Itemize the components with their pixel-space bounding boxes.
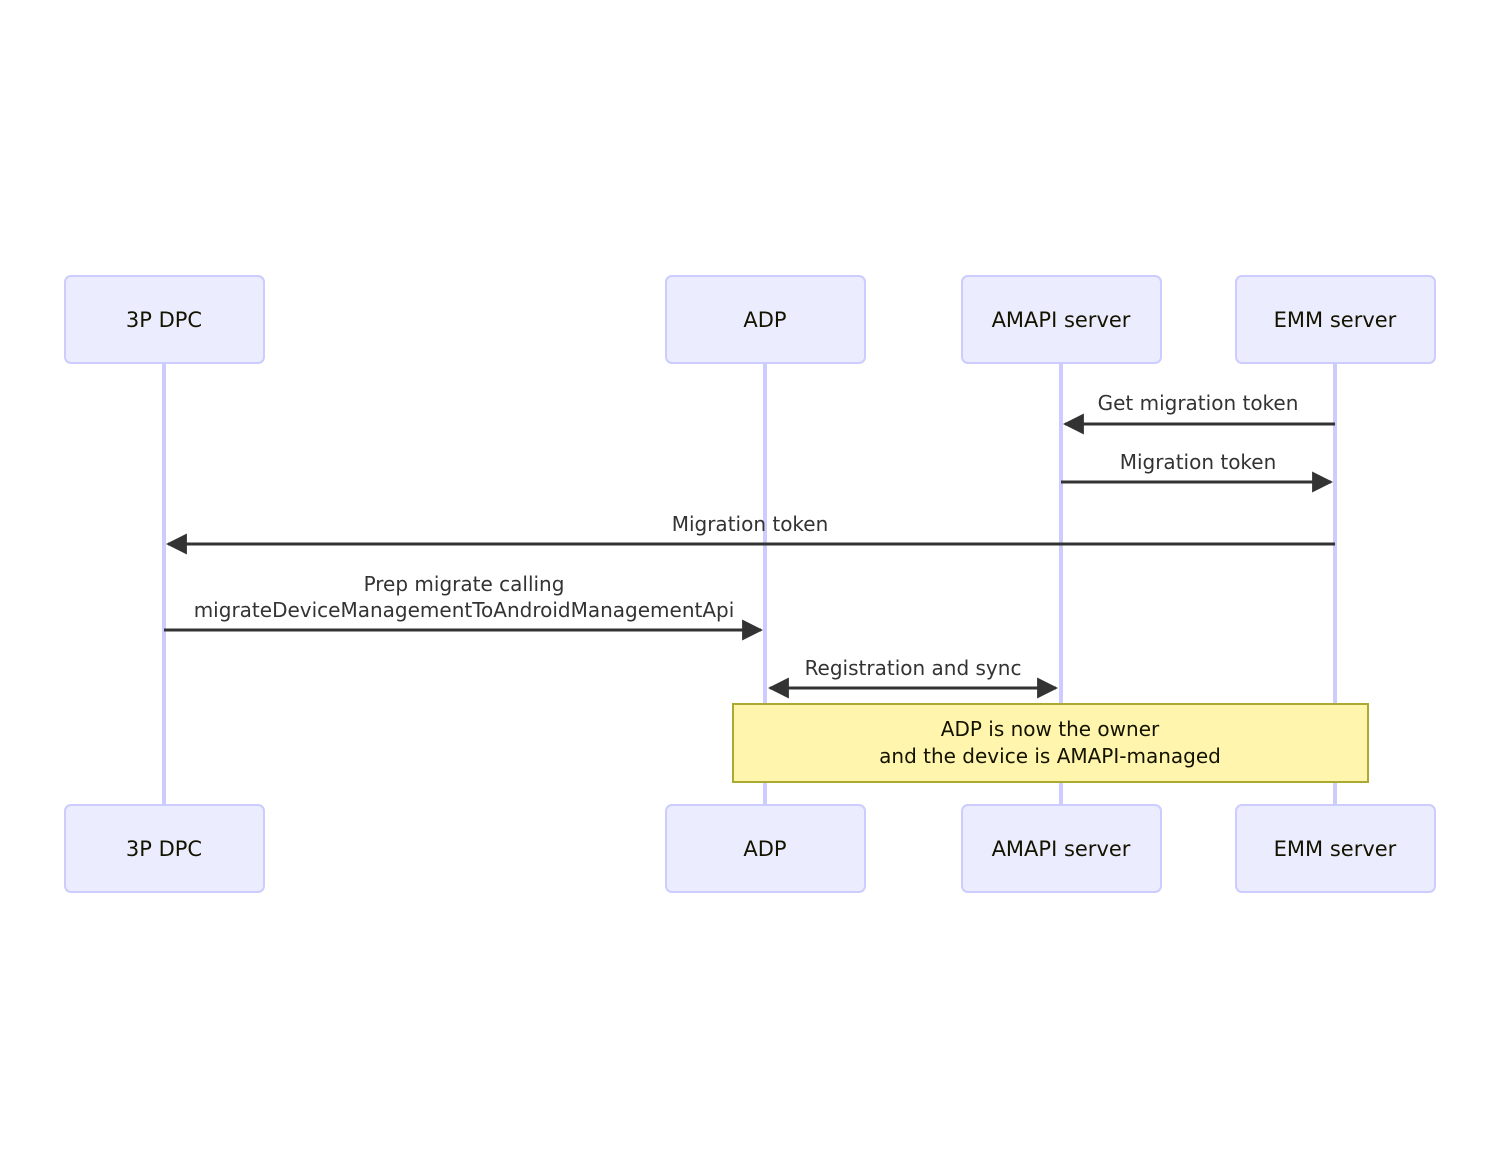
message-migration-token-to-dpc: Migration token	[165, 512, 1335, 555]
actor-box-adp-bottom[interactable]	[665, 804, 866, 893]
actor-footer-dpc[interactable]: 3P DPC	[64, 804, 265, 893]
message-label-prep-migrate-line1: Prep migrate calling	[364, 572, 565, 596]
actor-header-dpc[interactable]: 3P DPC	[64, 275, 265, 364]
message-get-migration-token: Get migration token	[1062, 391, 1335, 435]
actor-box-amapi[interactable]	[961, 275, 1162, 364]
message-label-registration-and-sync: Registration and sync	[805, 656, 1022, 680]
actor-label-dpc: 3P DPC	[126, 308, 202, 332]
message-registration-and-sync: Registration and sync	[767, 656, 1059, 699]
actor-box-amapi-bottom[interactable]	[961, 804, 1162, 893]
actor-label-adp-bottom: ADP	[743, 837, 786, 861]
message-prep-migrate: Prep migrate calling migrateDeviceManage…	[164, 572, 764, 641]
actor-box-emm[interactable]	[1235, 275, 1436, 364]
actor-header-amapi[interactable]: AMAPI server	[961, 275, 1162, 364]
actor-label-adp: ADP	[743, 308, 786, 332]
actor-label-dpc-bottom: 3P DPC	[126, 837, 202, 861]
actor-label-emm: EMM server	[1274, 308, 1397, 332]
message-label-migration-token-to-dpc: Migration token	[672, 512, 829, 536]
actor-label-emm-bottom: EMM server	[1274, 837, 1397, 861]
actor-footer-emm[interactable]: EMM server	[1235, 804, 1436, 893]
note-text-line1: ADP is now the owner	[941, 717, 1160, 741]
note-adp-owner: ADP is now the owner and the device is A…	[732, 703, 1369, 783]
actor-box-dpc[interactable]	[64, 275, 265, 364]
actor-box-adp[interactable]	[665, 275, 866, 364]
actor-box-emm-bottom[interactable]	[1235, 804, 1436, 893]
message-label-prep-migrate-line2: migrateDeviceManagementToAndroidManageme…	[194, 598, 735, 622]
actor-header-adp[interactable]: ADP	[665, 275, 866, 364]
actor-label-amapi: AMAPI server	[992, 308, 1131, 332]
message-label-get-migration-token: Get migration token	[1098, 391, 1299, 415]
note-box	[732, 703, 1369, 783]
message-label-migration-token-to-emm: Migration token	[1120, 450, 1277, 474]
actor-footer-adp[interactable]: ADP	[665, 804, 866, 893]
actor-header-emm[interactable]: EMM server	[1235, 275, 1436, 364]
actor-label-amapi-bottom: AMAPI server	[992, 837, 1131, 861]
note-text-line2: and the device is AMAPI-managed	[879, 744, 1221, 768]
actor-footer-amapi[interactable]: AMAPI server	[961, 804, 1162, 893]
actor-box-dpc-bottom[interactable]	[64, 804, 265, 893]
message-migration-token-to-emm: Migration token	[1061, 450, 1334, 493]
